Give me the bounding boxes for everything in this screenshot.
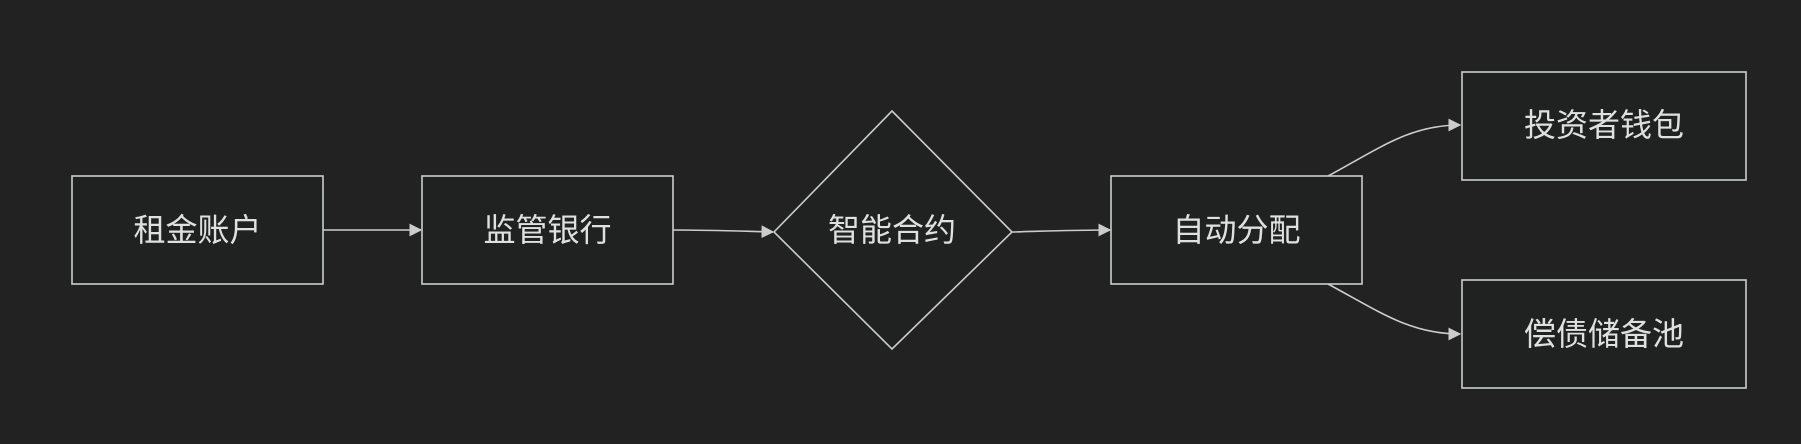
node-investor-wallet-label: 投资者钱包 xyxy=(1524,106,1684,144)
node-rent-account-box xyxy=(71,175,324,285)
node-debt-reserve-pool-label: 偿债储备池 xyxy=(1524,315,1684,353)
node-investor-wallet: 投资者钱包 xyxy=(1461,71,1747,181)
edge-custody-bank-to-smart-contract xyxy=(672,225,775,239)
node-custody-bank: 监管银行 xyxy=(421,175,674,285)
node-investor-wallet-box xyxy=(1461,71,1747,181)
edge-auto-distribution-to-debt-reserve-pool xyxy=(1327,283,1462,341)
node-auto-distribution-box xyxy=(1110,175,1363,285)
node-auto-distribution: 自动分配 xyxy=(1110,175,1363,285)
node-debt-reserve-pool-box xyxy=(1461,279,1747,389)
edge-smart-contract-to-auto-distribution xyxy=(1011,223,1112,237)
edge-auto-distribution-to-investor-wallet xyxy=(1327,118,1462,177)
node-smart-contract-diamond xyxy=(772,109,1014,351)
node-rent-account-label: 租金账户 xyxy=(133,211,261,249)
node-rent-account: 租金账户 xyxy=(71,175,324,285)
edges xyxy=(323,118,1462,341)
node-auto-distribution-label: 自动分配 xyxy=(1172,211,1300,249)
node-custody-bank-box xyxy=(421,175,674,285)
node-smart-contract-label: 智能合约 xyxy=(828,211,956,249)
node-smart-contract: 智能合约 xyxy=(772,109,1014,351)
node-debt-reserve-pool: 偿债储备池 xyxy=(1461,279,1747,389)
node-custody-bank-label: 监管银行 xyxy=(483,211,611,249)
